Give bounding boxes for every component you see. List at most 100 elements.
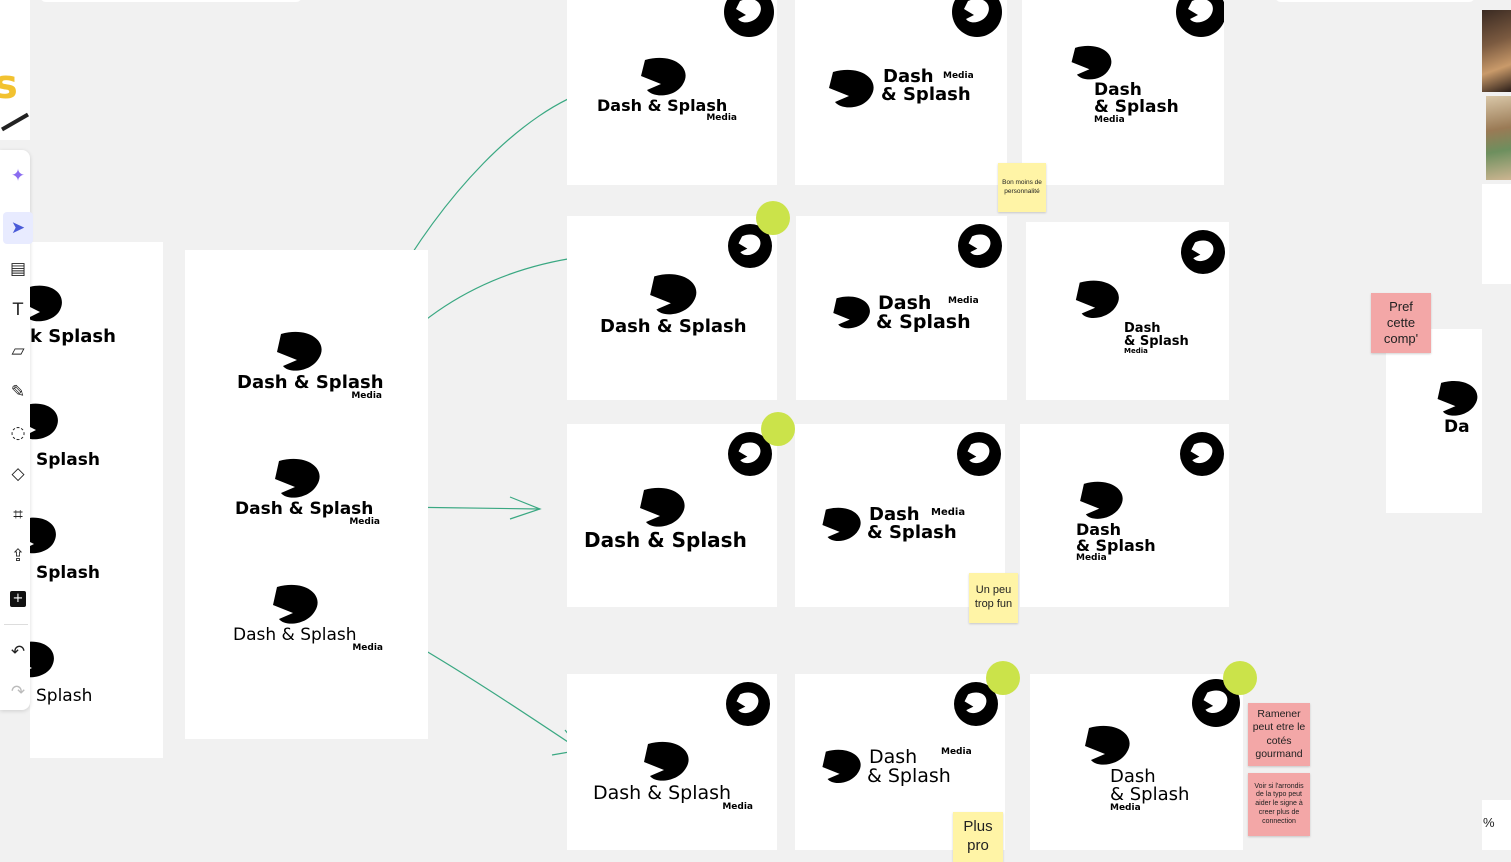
logo-variant: Dash & Splash Media xyxy=(593,740,753,812)
logo-badge-icon xyxy=(957,432,1001,476)
comment-icon[interactable]: ◌ xyxy=(10,423,26,443)
undo-icon[interactable]: ↶ xyxy=(10,642,26,662)
logo-proposal-card[interactable]: Da xyxy=(1386,329,1482,513)
dash-splash-logo-mark xyxy=(641,57,686,96)
dash-splash-logo-mark xyxy=(644,741,689,781)
logo-sub: Media xyxy=(943,71,974,81)
frame-icon[interactable]: ⌗ xyxy=(13,505,23,525)
logo-wordmark: Dash & Splash xyxy=(597,96,728,115)
dash-splash-logo-mark xyxy=(833,296,870,329)
logo-sub: Media xyxy=(1124,347,1148,355)
logo-badge-icon xyxy=(952,0,1002,37)
logo-sub: Media xyxy=(1110,803,1141,813)
sticky-note[interactable]: Ramener peut etre le cotés gourmand xyxy=(1248,703,1310,766)
vote-dot[interactable] xyxy=(761,412,795,446)
logo-proposal-card[interactable]: Dash & Splash Media xyxy=(1020,424,1229,607)
photo-thumbnail[interactable] xyxy=(1482,10,1511,92)
redo-icon[interactable]: ↷ xyxy=(10,682,26,702)
logo-proposal-card[interactable]: Dash & Splash Media xyxy=(795,0,1007,185)
dash-splash-logo-mark xyxy=(640,487,685,527)
logo-variant: Dash & Splash Media xyxy=(1080,724,1220,813)
sticky-note[interactable]: Pref cette comp' xyxy=(1371,293,1431,353)
sparkle-icon[interactable]: ✦ xyxy=(10,166,26,186)
vote-dot[interactable] xyxy=(986,661,1020,695)
pen-icon[interactable]: ✎ xyxy=(10,382,26,402)
dash-splash-logo-mark xyxy=(822,749,861,784)
logo-wordmark-line2: & Splash xyxy=(1124,334,1189,349)
logo-variant: Da xyxy=(1434,379,1482,436)
add-icon[interactable]: + xyxy=(6,585,30,609)
logo-proposal-card[interactable]: Dash & Splash Media xyxy=(1022,0,1224,185)
logo-sub: Media xyxy=(948,296,979,306)
source-logo-card[interactable]: Dash & Splash Media Dash & Splash Media … xyxy=(185,250,428,739)
logo-variant: Dash & Splash xyxy=(600,272,750,336)
logo-variant: Dash & Splash xyxy=(584,486,754,550)
logo-proposal-card[interactable]: Dash & Splash Media xyxy=(567,0,777,185)
left-logo-column-card[interactable]: k Splash Splash Splash Splash xyxy=(30,242,163,758)
logo-variant: Dash & Splash Media xyxy=(1068,44,1188,125)
logo-badge-icon xyxy=(958,224,1002,268)
logo-variant: Dash & Splash Media xyxy=(1076,480,1206,563)
dash-splash-logo-mark xyxy=(829,69,874,108)
logo-wordmark-fragment: Splash xyxy=(36,563,100,583)
logo-wordmark-fragment: Splash xyxy=(36,450,100,470)
logo-wordmark: Dash & Splash xyxy=(235,499,374,519)
dash-splash-logo-mark xyxy=(1437,381,1478,416)
logo-variant: Dash & Splash Media xyxy=(237,330,384,401)
sticky-note[interactable]: Voir si l'arrondis de la typo peut aider… xyxy=(1248,773,1310,836)
logo-wordmark: Dash & Splash xyxy=(584,528,747,552)
active-tool-highlight xyxy=(3,212,33,244)
logo-sub: Media xyxy=(352,643,383,653)
top-panel-fragment xyxy=(40,0,302,2)
logo-proposal-card[interactable]: Dash & Splash xyxy=(567,216,777,400)
dash-splash-logo-mark xyxy=(650,274,697,315)
logo-proposal-card[interactable]: Dash & Splash xyxy=(567,424,777,607)
logo-wordmark-line1: Dash xyxy=(878,292,932,314)
shapes-icon[interactable]: ◇ xyxy=(11,464,25,484)
dash-splash-logo-mark xyxy=(30,285,62,322)
logo-wordmark-line2: & Splash xyxy=(867,522,957,543)
logo-wordmark-line2: & Splash xyxy=(867,765,951,787)
logo-wordmark-line1: Dash xyxy=(869,504,920,525)
upload-icon[interactable]: ⇪ xyxy=(10,546,26,566)
logo-sub: Media xyxy=(1076,553,1107,563)
logo-wordmark: Dash & Splash xyxy=(237,372,384,393)
logo-sub: Media xyxy=(931,507,966,518)
logo-sub: Media xyxy=(1094,115,1125,125)
logo-wordmark-line1: Dash xyxy=(869,746,918,768)
dash-splash-logo-mark xyxy=(30,641,54,678)
sticky-note-icon[interactable]: ▱ xyxy=(11,341,25,361)
vote-dot[interactable] xyxy=(1223,661,1257,695)
logo-wordmark: Dash & Splash xyxy=(600,316,747,337)
logo-variant: Dash & Splash Media xyxy=(235,457,380,527)
dash-splash-logo-mark xyxy=(1085,725,1130,765)
select-cursor-icon[interactable]: ➤ xyxy=(10,218,26,238)
sticky-note[interactable]: Plus pro xyxy=(953,812,1003,862)
zoom-indicator[interactable]: % xyxy=(1482,800,1511,850)
logo-badge-icon xyxy=(1181,230,1225,274)
logo-sub: Media xyxy=(706,113,737,123)
dash-splash-logo-mark xyxy=(275,458,320,498)
sticky-note[interactable]: Un peu trop fun xyxy=(969,573,1018,623)
text-icon[interactable]: T xyxy=(12,300,24,320)
logo-proposal-card[interactable]: Dash & Splash Media xyxy=(1030,674,1243,850)
logo-badge-icon xyxy=(724,0,774,37)
photo-thumbnail[interactable] xyxy=(1486,96,1511,180)
logo-badge-icon xyxy=(726,682,770,726)
sticky-note[interactable]: Bon moins de personnalité xyxy=(998,163,1046,212)
dash-splash-logo-mark xyxy=(1080,481,1123,519)
logo-proposal-card[interactable]: Dash & Splash Media xyxy=(567,674,777,850)
logo-wordmark: Dash & Splash xyxy=(593,782,732,804)
logo-proposal-card[interactable]: Dash & Splash Media xyxy=(795,424,1005,607)
logo-wordmark-fragment: Da xyxy=(1444,417,1470,437)
logo-proposal-card[interactable]: Dash & Splash Media xyxy=(1026,222,1229,400)
logo-wordmark-line2: & Splash xyxy=(1110,784,1190,805)
logo-wordmark-line1: Dash xyxy=(1094,80,1142,100)
template-icon[interactable]: ▤ xyxy=(9,259,27,279)
logo-proposal-card[interactable]: Dash & Splash Media xyxy=(796,216,1007,400)
dash-splash-logo-mark xyxy=(1071,45,1112,80)
logo-badge-icon xyxy=(1180,432,1224,476)
vote-dot[interactable] xyxy=(756,201,790,235)
logo-variant: Dash & Splash Media xyxy=(819,748,989,786)
logo-variant: Dash & Splash Media xyxy=(819,506,989,544)
